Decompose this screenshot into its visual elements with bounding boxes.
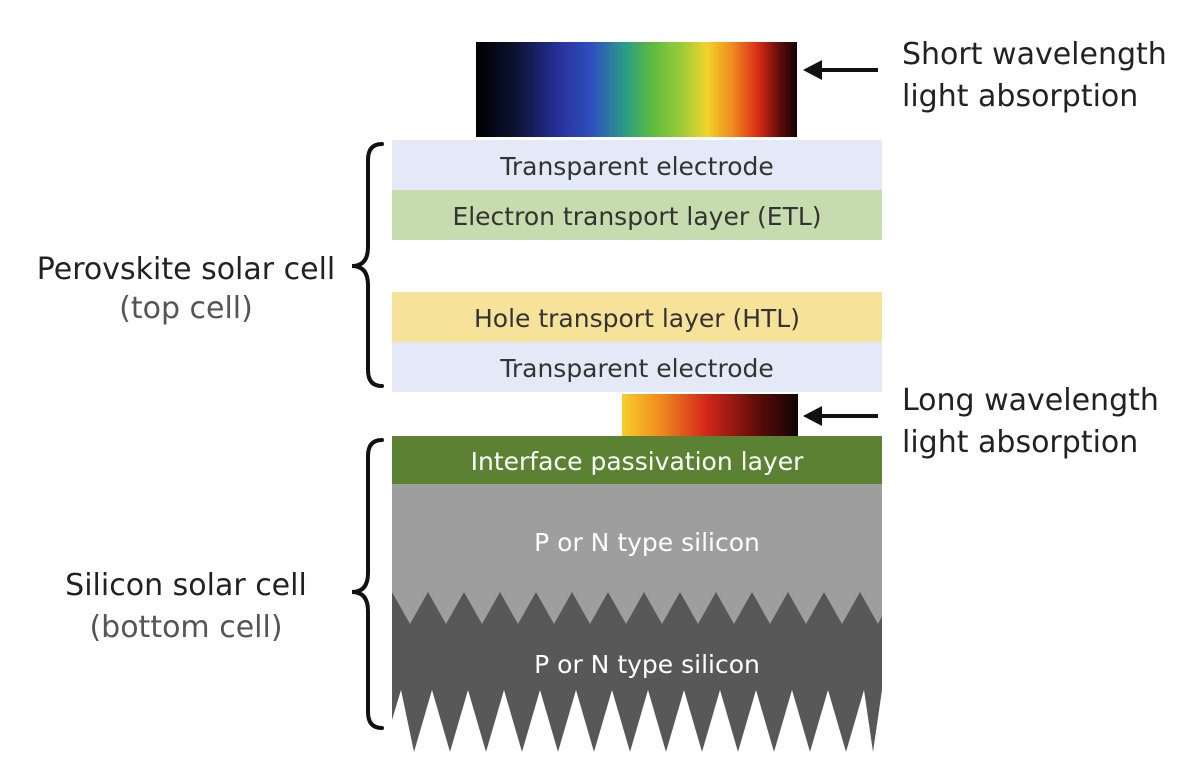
silicon-upper-layer: [392, 484, 882, 624]
short-wavelength-label-line2: light absorption: [902, 79, 1138, 114]
short-wavelength-arrow: [803, 60, 878, 80]
htl-layer: [392, 292, 882, 342]
passivation-layer: [392, 436, 882, 484]
htl-label: Hole transport layer (HTL): [474, 304, 800, 333]
passivation-label: Interface passivation layer: [471, 447, 804, 476]
long-wavelength-label-line2: light absorption: [902, 425, 1138, 460]
etl-label: Electron transport layer (ETL): [452, 202, 821, 231]
transparent-electrode-bottom-label: Transparent electrode: [499, 354, 774, 383]
silicon-brace: [351, 438, 384, 730]
silicon-cell-label-line1: Silicon solar cell: [65, 568, 307, 603]
upper-silicon-label: P or N type silicon: [534, 528, 760, 557]
transparent-electrode-top-layer: [392, 140, 882, 190]
long-wavelength-label-line1: Long wavelength: [902, 383, 1159, 418]
etl-layer: [392, 190, 882, 240]
transparent-electrode-bottom-layer: [392, 342, 882, 392]
short-wavelength-label-line1: Short wavelength: [902, 37, 1167, 72]
textured-silicon-lower-layer: [392, 592, 882, 752]
lower-silicon-label: P or N type silicon: [534, 650, 760, 679]
perovskite-brace: [351, 142, 384, 388]
silicon-cell-label-line2: (bottom cell): [89, 610, 282, 645]
perovskite-cell-label-line2: (top cell): [119, 291, 253, 326]
perovskite-cell-label-line1: Perovskite solar cell: [37, 252, 336, 287]
long-wavelength-spectrum-bar: [622, 394, 798, 436]
long-wavelength-arrow: [803, 406, 878, 426]
short-wavelength-spectrum-bar: [476, 42, 797, 137]
transparent-electrode-top-label: Transparent electrode: [499, 152, 774, 181]
